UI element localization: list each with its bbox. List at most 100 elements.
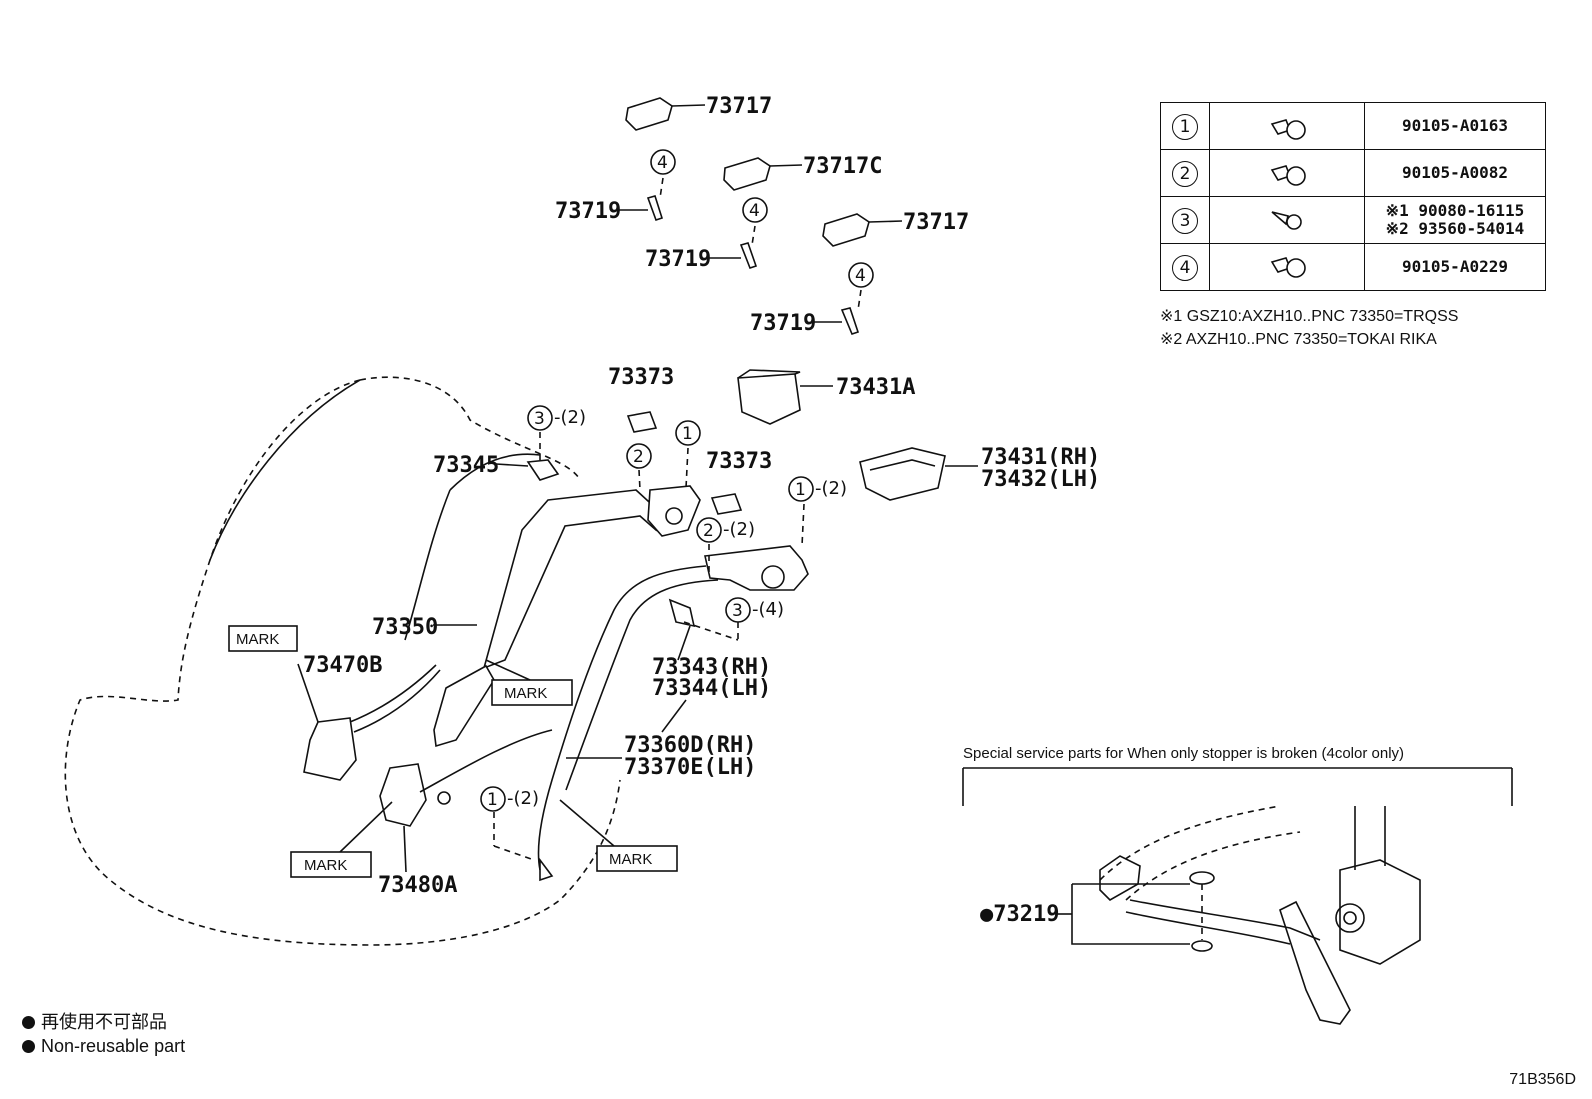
part-number-cell: 90105-A0082	[1364, 149, 1546, 197]
svg-text:-(2): -(2)	[554, 407, 586, 428]
mark-label-b: MARK	[485, 659, 573, 706]
row-id: 3	[1172, 207, 1198, 234]
clip-73719-c	[812, 289, 862, 335]
clip-73719-a	[617, 177, 664, 222]
legend-jp-text: 再使用不可部品	[41, 1012, 167, 1032]
svg-text:3: 3	[732, 601, 743, 621]
callouts: 4 4 4 3 -(2) 1 2 1 -(2) 2 -(2) 3 -(4) 1 …	[480, 149, 874, 812]
label-73431a: 73431A	[836, 375, 915, 400]
row-id: 2	[1172, 160, 1198, 187]
svg-text:1: 1	[795, 480, 806, 500]
label-73373-a: 73373	[608, 365, 674, 390]
stopper-detail	[1058, 805, 1421, 1025]
part-number: ※1 90080-16115	[1385, 201, 1525, 220]
label-73343rh: 73343(RH)	[652, 655, 771, 680]
svg-text:MARK: MARK	[504, 685, 547, 702]
label-73350: 73350	[372, 615, 438, 640]
svg-text:MARK: MARK	[236, 631, 279, 648]
diagram-code: 71B356D	[1509, 1071, 1576, 1088]
part-number-cell: 90105-A0229	[1364, 243, 1546, 291]
special-service-frame	[962, 767, 1513, 806]
mark-label-d: MARK	[559, 799, 678, 872]
label-73717-top: 73717	[706, 94, 772, 119]
part-number: 90105-A0229	[1402, 257, 1508, 276]
bullet-icon	[22, 1016, 35, 1029]
label-73219: ●73219	[980, 902, 1059, 927]
label-73719-c: 73719	[750, 311, 816, 336]
label-73431rh: 73431(RH)	[981, 445, 1100, 470]
part-number: 90105-A0082	[1402, 163, 1508, 182]
seat-outline	[64, 376, 621, 946]
clip-73373-a	[626, 411, 658, 433]
label-73717-right: 73717	[903, 210, 969, 235]
fastener-icon-cell	[1209, 196, 1365, 244]
fastener-icon-cell	[1209, 149, 1365, 197]
belt-73350	[433, 447, 701, 748]
label-73432lh: 73432(LH)	[981, 467, 1100, 492]
svg-text:3: 3	[534, 409, 545, 429]
row-id-circle: 4	[1160, 243, 1210, 291]
table-row: 4 90105-A0229	[1160, 243, 1546, 291]
label-73719-a: 73719	[555, 199, 621, 224]
svg-text:-(2): -(2)	[507, 788, 539, 809]
clip-73719-b	[706, 225, 758, 269]
table-row: 3 ※1 90080-16115※2 93560-54014	[1160, 196, 1546, 244]
part-number-cell: ※1 90080-16115※2 93560-54014	[1364, 196, 1546, 244]
label-73344lh: 73344(LH)	[652, 676, 771, 701]
label-73373-b: 73373	[706, 449, 772, 474]
tray-73431-73432	[859, 447, 978, 501]
part-number-cell: 90105-A0163	[1364, 102, 1546, 150]
table-row: 2 90105-A0082	[1160, 149, 1546, 197]
belt-73360d-73370e	[493, 503, 809, 882]
part-number: 90105-A0163	[1402, 116, 1508, 135]
label-73345: 73345	[433, 453, 499, 478]
svg-text:MARK: MARK	[304, 857, 347, 874]
row-id: 1	[1172, 113, 1198, 140]
label-73470b: 73470B	[303, 653, 382, 678]
svg-text:1: 1	[682, 424, 693, 444]
row-id-circle: 1	[1160, 102, 1210, 150]
clip-73373-b	[710, 493, 743, 515]
label-73370e: 73370E(LH)	[624, 755, 756, 780]
cover-73717-top	[625, 97, 706, 131]
part-73345	[495, 432, 560, 481]
buckle-73480a	[379, 729, 553, 873]
row-id: 4	[1172, 254, 1198, 281]
cover-73717-right	[822, 213, 903, 247]
svg-text:4: 4	[855, 266, 866, 286]
table-notes: ※1 GSZ10:AXZH10..PNC 73350=TRQSS ※2 AXZH…	[1160, 305, 1458, 351]
note-1: ※1 GSZ10:AXZH10..PNC 73350=TRQSS	[1160, 308, 1459, 325]
label-73360d: 73360D(RH)	[624, 733, 756, 758]
note-2: ※2 AXZH10..PNC 73350=TOKAI RIKA	[1160, 331, 1437, 348]
svg-text:MARK: MARK	[609, 851, 652, 868]
mark-label-c: MARK	[290, 801, 393, 878]
svg-text:2: 2	[633, 447, 644, 467]
label-73480a: 73480A	[378, 873, 457, 898]
legend-jp: 再使用不可部品	[22, 1010, 167, 1034]
row-id-circle: 2	[1160, 149, 1210, 197]
part-73343-73344	[661, 598, 739, 733]
legend-en-text: Non-reusable part	[41, 1036, 186, 1056]
row-id-circle: 3	[1160, 196, 1210, 244]
svg-text:1: 1	[487, 790, 498, 810]
svg-text:2: 2	[703, 521, 714, 541]
svg-text:4: 4	[749, 201, 760, 221]
part-number-alt: ※2 93560-54014	[1385, 219, 1525, 238]
box-73431a	[737, 369, 833, 425]
svg-text:-(4): -(4)	[752, 599, 784, 620]
label-73717c: 73717C	[803, 154, 882, 179]
svg-text:4: 4	[657, 153, 668, 173]
svg-text:-(2): -(2)	[815, 478, 847, 499]
special-service-label: Special service parts for When only stop…	[963, 745, 1405, 762]
legend-en: Non-reusable part	[22, 1034, 185, 1058]
cover-73717c	[723, 157, 803, 191]
fastener-table: 1 90105-A0163 2 90105-A0082 3 ※1 90080-1…	[1160, 102, 1546, 291]
table-row: 1 90105-A0163	[1160, 102, 1546, 150]
mark-label-a: MARK	[228, 625, 298, 652]
label-73719-b: 73719	[645, 247, 711, 272]
fastener-icon-cell	[1209, 102, 1365, 150]
fastener-icon-cell	[1209, 243, 1365, 291]
buckle-73470b	[297, 663, 441, 781]
svg-text:-(2): -(2)	[723, 519, 755, 540]
